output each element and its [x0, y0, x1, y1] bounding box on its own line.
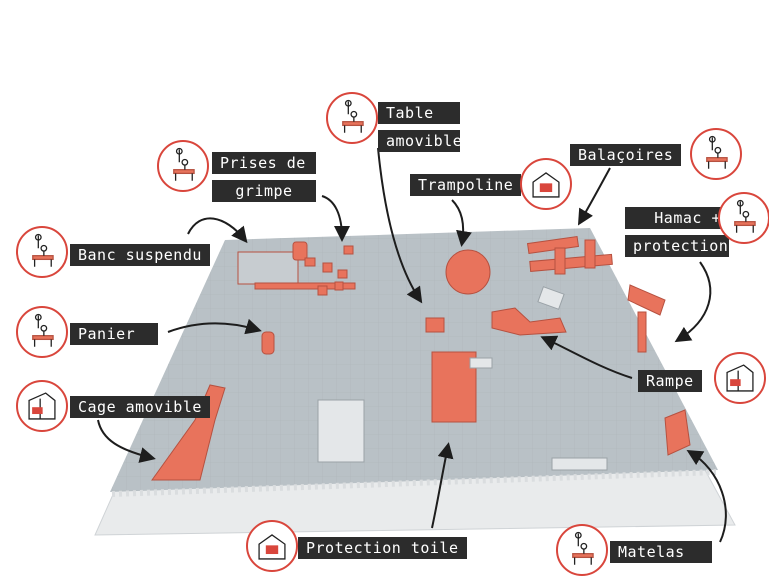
box-chair-icon: [246, 520, 298, 572]
label-hamac-line2: protection: [625, 235, 729, 257]
label-hamac-line1: Hamac +: [625, 207, 729, 229]
label-balancoires: Balaçoires: [570, 144, 681, 166]
label-rampe: Rampe: [638, 370, 702, 392]
label-prises-line1: Prises de: [212, 152, 316, 174]
label-table-line1: Table: [378, 102, 460, 124]
person-at-table-icon: [157, 140, 209, 192]
person-at-table-icon: [690, 128, 742, 180]
person-at-table-icon: [718, 192, 769, 244]
label-cage: Cage amovible: [70, 396, 210, 418]
label-trampoline: Trampoline: [410, 174, 521, 196]
cage-chair-icon: [714, 352, 766, 404]
person-at-table-icon: [556, 524, 608, 576]
person-at-table-icon: [16, 306, 68, 358]
label-table-line2: amovible: [378, 130, 460, 152]
cage-chair-icon: [16, 380, 68, 432]
label-panier: Panier: [70, 323, 158, 345]
label-banc: Banc suspendu: [70, 244, 210, 266]
label-prises-line2: grimpe: [212, 180, 316, 202]
label-protection-toile: Protection toile: [298, 537, 467, 559]
person-at-table-icon: [16, 226, 68, 278]
label-matelas: Matelas: [610, 541, 712, 563]
person-at-table-icon: [326, 92, 378, 144]
box-chair-icon: [520, 158, 572, 210]
